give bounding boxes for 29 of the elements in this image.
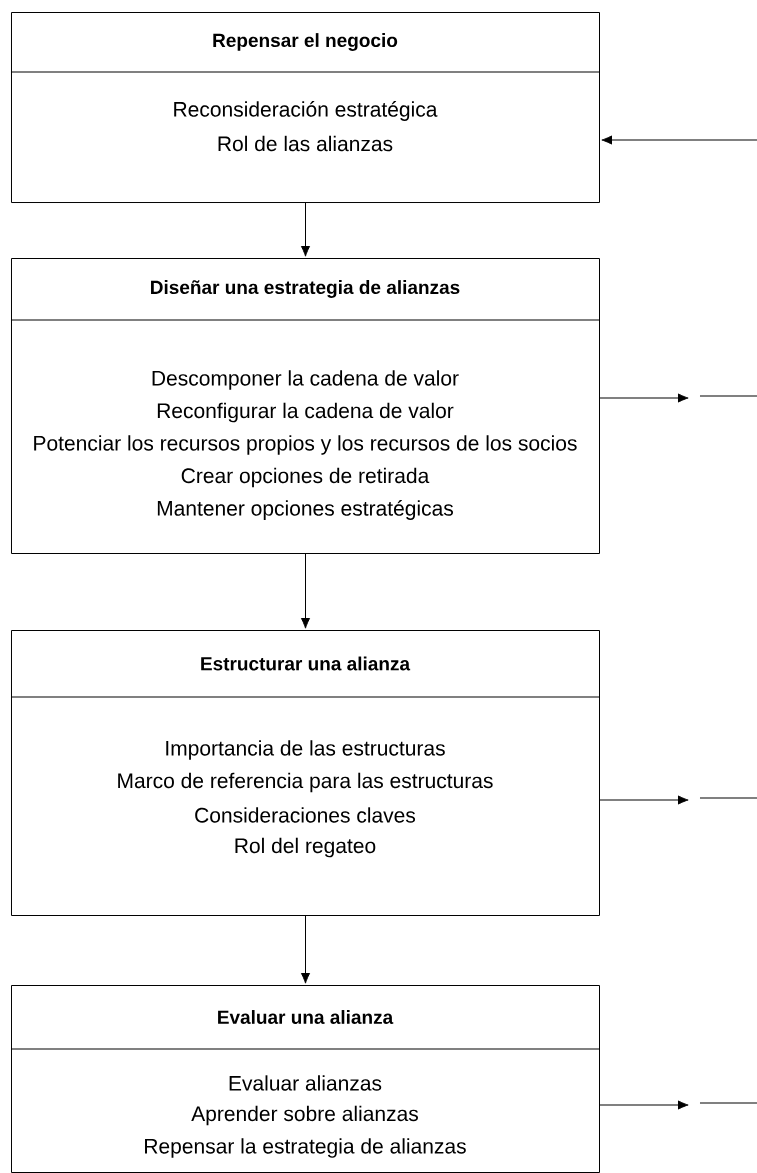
list-item: Reconsideración estratégica [174, 101, 438, 121]
arrow [599, 795, 689, 805]
list-item: Potenciar los recursos propios y los recursos de los socios [34, 435, 577, 455]
list-item: Crear opciones de retirada [181, 467, 430, 488]
list-item: Rol de las alianzas [218, 135, 393, 152]
process-box [10, 258, 600, 554]
list-item: Descomponer la cadena de valor [152, 370, 459, 390]
process-box [10, 12, 600, 203]
box-heading: Estructurar una alianza [201, 656, 411, 671]
arrow [599, 393, 689, 403]
arrow [300, 553, 311, 629]
list-item: Aprender sobre alianzas [191, 1105, 418, 1126]
box-heading: Diseñar una estrategia de alianzas [151, 280, 460, 298]
process-box [10, 630, 600, 916]
list-item: Importancia de las estructuras [166, 740, 445, 760]
list-item: Marco de referencia para las estructuras [118, 772, 493, 793]
list-item: Mantener opciones estratégicas [157, 500, 453, 520]
box-heading: Evaluar una alianza [218, 1010, 394, 1024]
arrow [300, 202, 311, 257]
box-heading: Repensar el negocio [213, 33, 398, 51]
list-item: Evaluar alianzas [229, 1075, 382, 1091]
list-item: Consideraciones claves [195, 807, 416, 823]
list-item: Reconfigurar la cadena de valor [157, 402, 454, 423]
arrow [599, 1100, 689, 1110]
arrow [601, 135, 757, 145]
list-item: Rol del regateo [235, 837, 376, 858]
list-item: Repensar la estrategia de alianzas [145, 1138, 466, 1158]
arrow [300, 915, 311, 984]
process-box [10, 985, 600, 1173]
